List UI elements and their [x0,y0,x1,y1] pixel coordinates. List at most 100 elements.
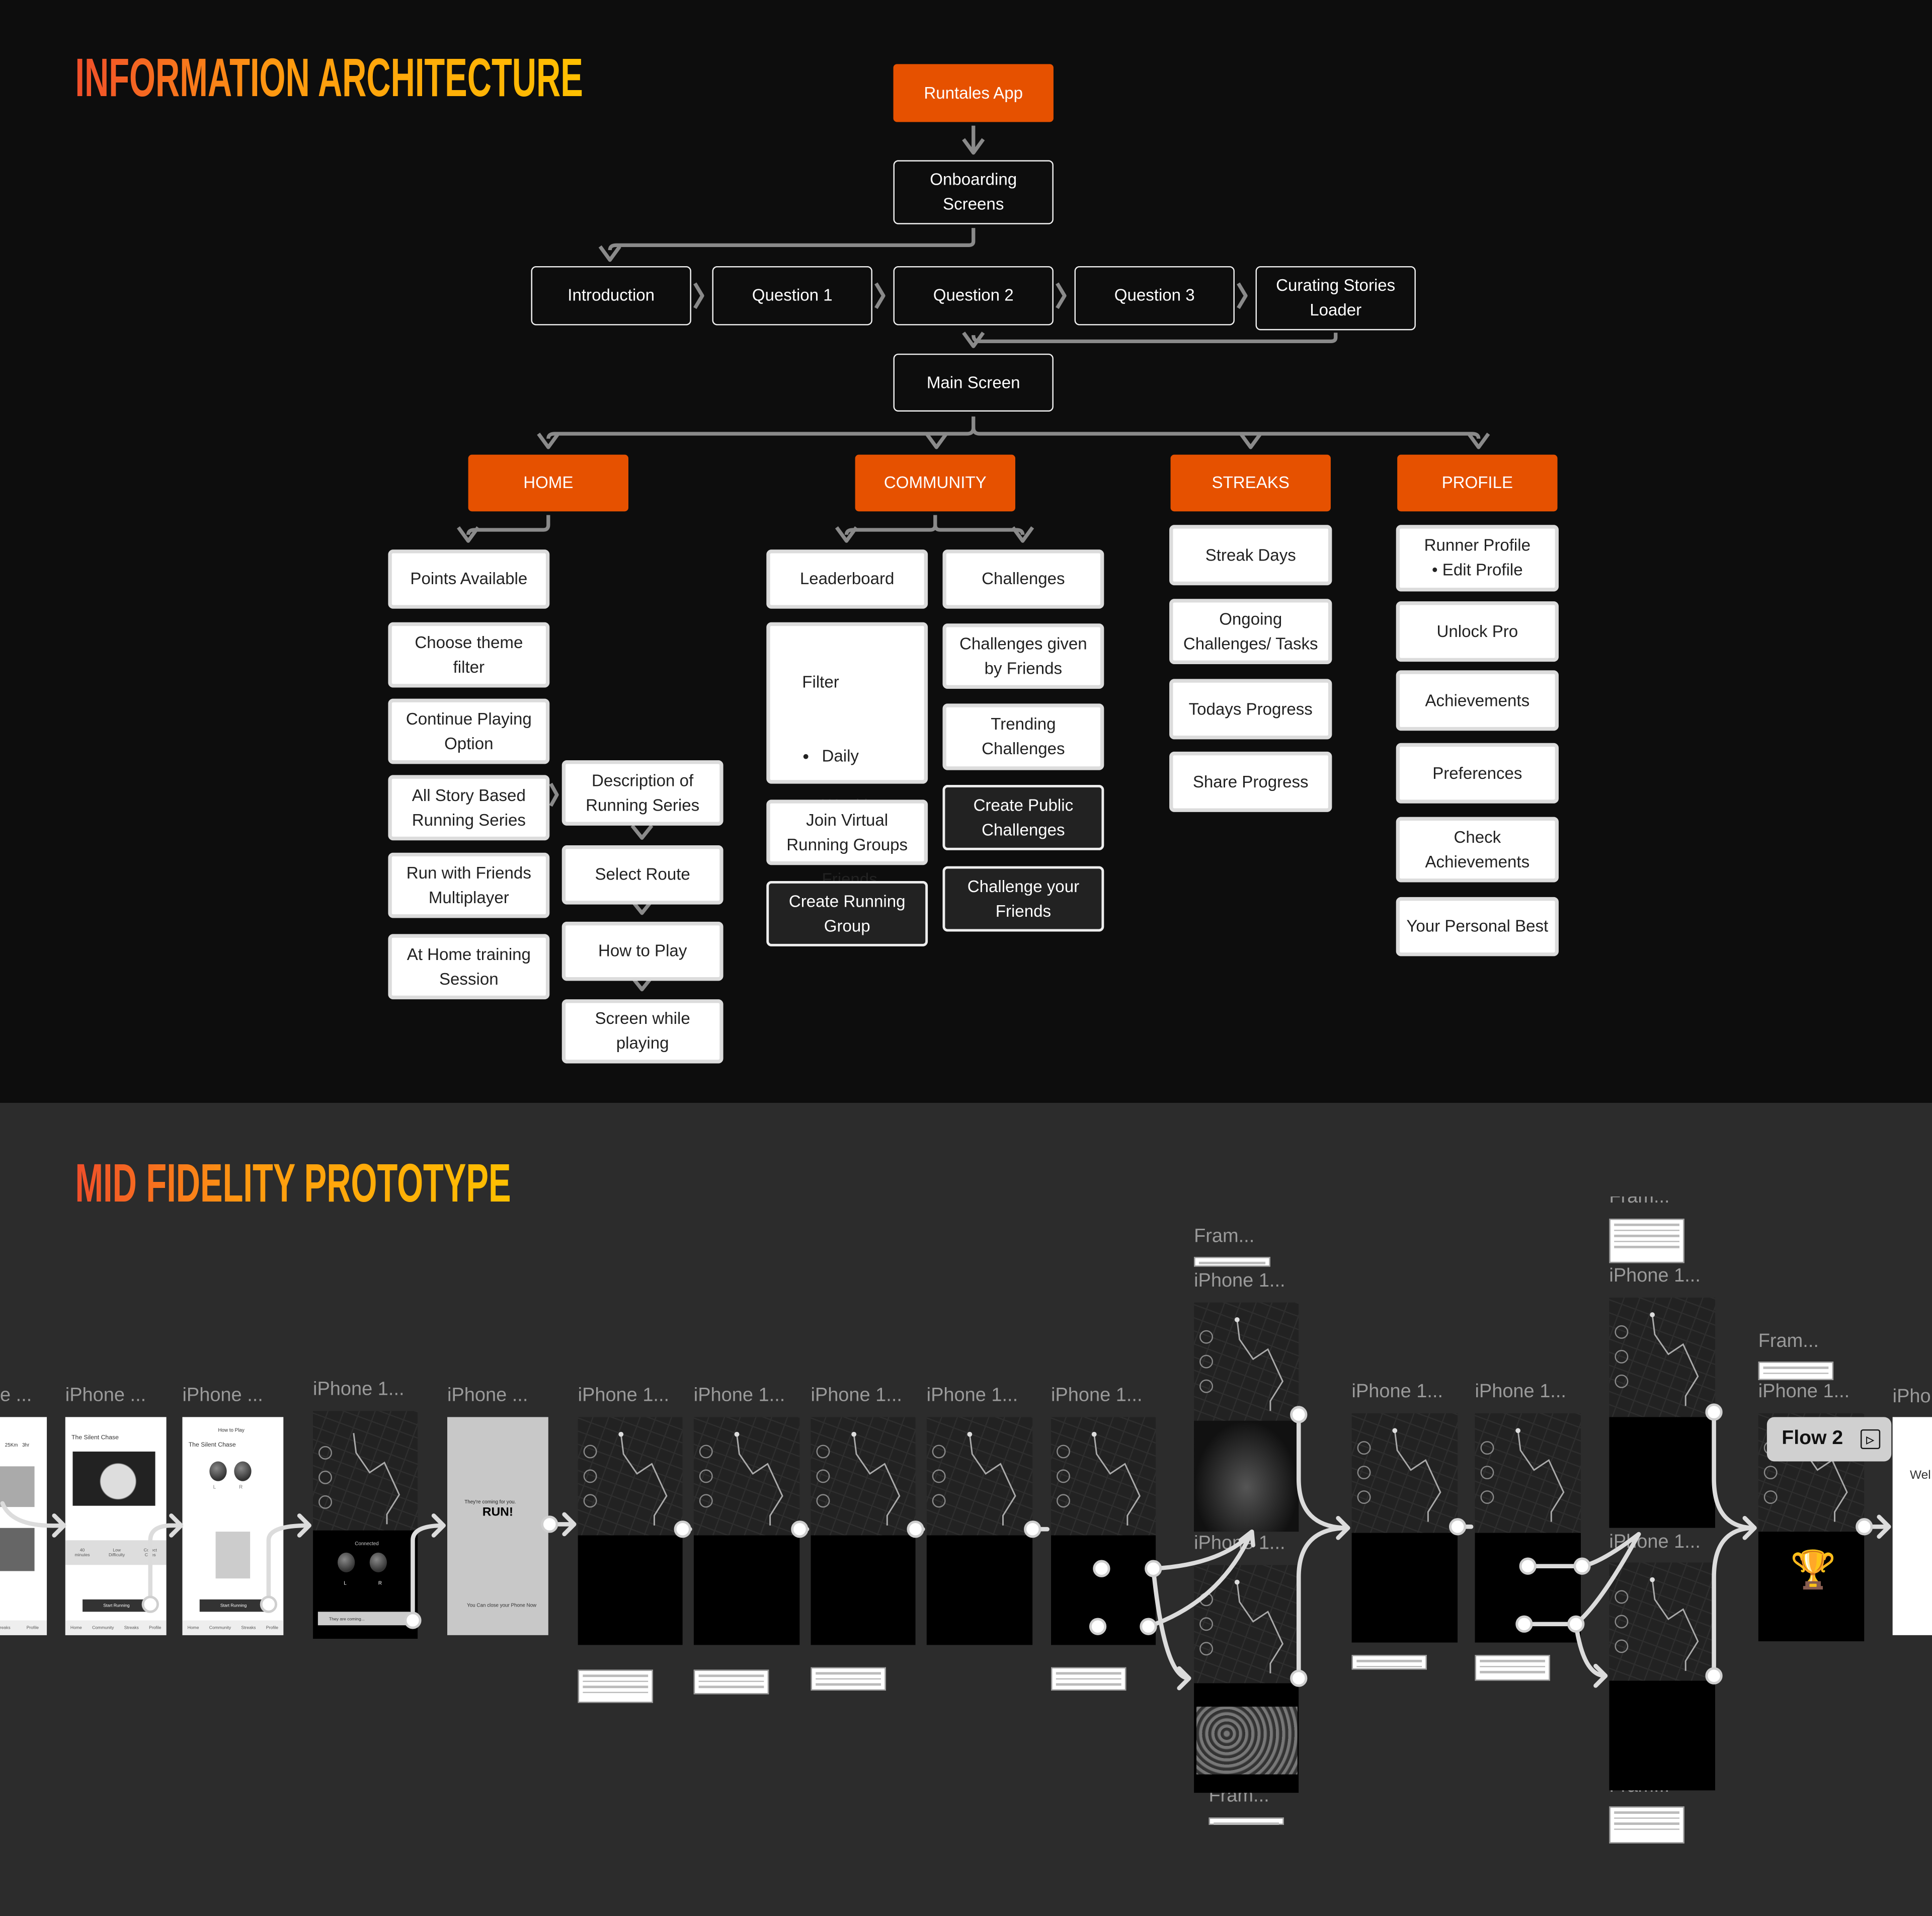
story-running-series-node[interactable]: All Story Based Running Series [388,775,550,841]
nav-profile[interactable]: Profile [149,1625,162,1631]
frame-label[interactable]: iPhone 1... [1051,1385,1143,1406]
runtales-app-node[interactable]: Runtales App [893,64,1054,122]
unlock-pro-node[interactable]: Unlock Pro [1396,601,1559,662]
phone-frame-choice[interactable] [1051,1417,1156,1645]
phone-frame-playing[interactable] [578,1417,683,1645]
points-available-node[interactable]: Points Available [388,549,550,609]
nav-streaks[interactable]: Streaks [0,1625,11,1631]
frame-label[interactable]: iPhone 1... [1194,1270,1285,1292]
screen-while-playing-node[interactable]: Screen while playing [561,999,723,1064]
frame-label[interactable]: Fram... [1194,1226,1255,1247]
how-to-play-node[interactable]: How to Play [561,921,723,981]
script-note[interactable] [1194,1256,1270,1267]
phone-frame-welcome[interactable]: Wel [1892,1417,1932,1635]
script-note[interactable] [1609,1806,1684,1844]
phone-frame-playing[interactable] [1609,1297,1716,1528]
phone-frame-run[interactable]: They're coming for you. RUN! You Can clo… [447,1417,548,1635]
script-note[interactable] [1351,1655,1427,1670]
frame-label[interactable]: iPhone 1... [811,1385,902,1406]
frame-label[interactable]: Fram... [1758,1330,1819,1352]
streak-days-node[interactable]: Streak Days [1169,525,1332,586]
frame-label[interactable]: e ... [0,1385,32,1406]
frame-label[interactable]: iPhone 1... [693,1385,785,1406]
start-running-button[interactable]: Start Running [83,1599,150,1612]
personal-best-node[interactable]: Your Personal Best [1396,897,1559,956]
nav-profile[interactable]: Profile [26,1625,39,1631]
todays-progress-node[interactable]: Todays Progress [1169,679,1332,740]
nav-community[interactable]: Community [92,1625,114,1631]
community-section-node[interactable]: COMMUNITY [855,454,1015,512]
phone-frame-connected[interactable]: Connected L R They are coming... [313,1411,418,1639]
nav-home[interactable]: Home [70,1625,82,1631]
challenges-node[interactable]: Challenges [942,549,1104,609]
script-note[interactable] [1758,1362,1834,1380]
check-achievements-node[interactable]: Check Achievements [1396,817,1559,883]
runner-profile-node[interactable]: Runner Profile • Edit Profile [1396,525,1559,592]
phone-frame-playing[interactable] [811,1417,916,1645]
share-progress-node[interactable]: Share Progress [1169,751,1332,812]
start-running-button[interactable]: Start Running [199,1599,268,1612]
challenges-by-friends-node[interactable]: Challenges given by Friends [942,623,1104,689]
notification-message[interactable]: They are coming... [317,1612,411,1626]
bottom-nav[interactable]: Home Community Streaks Profile [65,1620,167,1635]
nav-streaks[interactable]: Streaks [124,1625,139,1631]
bottom-nav[interactable]: Streaks Profile [0,1620,47,1635]
script-note[interactable] [811,1667,886,1691]
frame-label[interactable]: Fram... [1609,1186,1670,1208]
phone-frame-playing[interactable] [693,1417,800,1645]
nav-home[interactable]: Home [187,1625,199,1631]
preferences-node[interactable]: Preferences [1396,743,1559,804]
series-description-node[interactable]: Description of Running Series [561,760,723,826]
frame-label[interactable]: iPhone 1... [1609,1265,1701,1287]
home-section-node[interactable]: HOME [468,454,628,512]
nav-community[interactable]: Community [209,1625,231,1631]
nav-profile[interactable]: Profile [266,1625,279,1631]
frame-label[interactable]: iPhone ... [447,1385,528,1406]
join-virtual-groups-node[interactable]: Join Virtual Running Groups [766,800,928,865]
frame-label[interactable]: iPhone 1... [313,1379,405,1400]
frame-label[interactable]: iPhone 1... [578,1385,670,1406]
create-public-challenges-node[interactable]: Create Public Challenges [942,785,1104,850]
choose-theme-filter-node[interactable]: Choose theme filter [388,622,550,688]
onboarding-screens-node[interactable]: Onboarding Screens [893,160,1054,224]
bottom-nav[interactable]: Home Community Streaks Profile [182,1620,284,1635]
question-1-node[interactable]: Question 1 [712,266,872,326]
challenge-friends-node[interactable]: Challenge your Friends [942,866,1104,932]
script-note[interactable] [1609,1219,1684,1263]
profile-section-node[interactable]: PROFILE [1397,454,1558,512]
run-with-friends-node[interactable]: Run with Friends Multiplayer [388,852,550,918]
flow-2-badge[interactable]: Flow 2 ▷ [1766,1417,1892,1462]
trending-challenges-node[interactable]: Trending Challenges [942,703,1104,770]
question-3-node[interactable]: Question 3 [1074,266,1235,326]
frame-label[interactable]: iPhone ... [65,1385,146,1406]
at-home-training-node[interactable]: At Home training Session [388,934,550,1000]
frame-label[interactable]: iPhone 1... [1475,1381,1566,1402]
frame-label[interactable]: iPhone ... [182,1385,263,1406]
leaderboard-node[interactable]: Leaderboard [766,549,928,609]
curating-stories-loader-node[interactable]: Curating Stories Loader [1255,266,1416,331]
streaks-section-node[interactable]: STREAKS [1170,454,1331,512]
select-route-node[interactable]: Select Route [561,845,723,905]
phone-frame-playing[interactable] [1609,1562,1716,1791]
continue-playing-node[interactable]: Continue Playing Option [388,698,550,764]
frame-label[interactable]: iPho [1892,1386,1931,1407]
script-note[interactable] [578,1669,653,1703]
create-running-group-node[interactable]: Create Running Group [766,881,928,946]
main-screen-node[interactable]: Main Screen [893,353,1054,412]
frame-label[interactable]: iPhone 1... [1758,1381,1850,1402]
script-note[interactable] [1051,1667,1126,1691]
frame-label[interactable]: iPhone 1... [1351,1381,1443,1402]
achievements-node[interactable]: Achievements [1396,670,1559,731]
nav-streaks[interactable]: Streaks [241,1625,256,1631]
question-2-node[interactable]: Question 2 [893,266,1054,326]
phone-frame-playing[interactable] [926,1417,1033,1645]
ongoing-challenges-node[interactable]: Ongoing Challenges/ Tasks [1169,599,1332,665]
script-note[interactable] [1209,1817,1284,1825]
script-note[interactable] [693,1669,769,1695]
phone-frame-playing[interactable] [1351,1413,1458,1643]
introduction-node[interactable]: Introduction [531,266,691,326]
script-note[interactable] [1475,1655,1550,1681]
frame-label[interactable]: iPhone 1... [926,1385,1018,1406]
